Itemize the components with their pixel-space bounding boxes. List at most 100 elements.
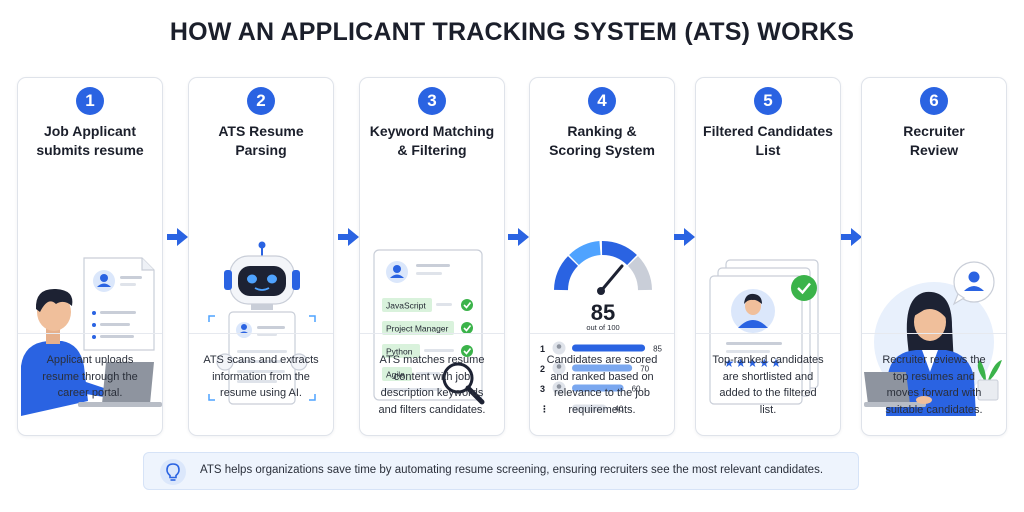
score-bar <box>572 364 633 372</box>
step-heading: Filtered Candidates List <box>702 122 834 160</box>
desc-line: requirements. <box>568 403 636 416</box>
rank-number: ⋮ <box>540 404 549 414</box>
robot-hands-icon <box>216 353 308 371</box>
keyword-tag-javascript: JavaScript <box>382 298 473 312</box>
desc-line: are shortlisted and <box>722 370 814 383</box>
summary-text: ATS helps organizations save time by aut… <box>200 464 824 476</box>
score-value: 85 <box>591 300 615 325</box>
laptop-icon <box>864 372 932 407</box>
step-heading: Ranking & Scoring System <box>536 122 668 160</box>
ranking-row: 3 60 <box>540 381 641 395</box>
rating-stars: ★★★★★ <box>724 356 783 370</box>
keyword-label: Project Manager <box>386 324 449 334</box>
desc-line: Top-ranked candidates <box>712 354 824 366</box>
step-heading: ATS Resume Parsing <box>195 122 327 160</box>
step-heading-line: submits resume <box>36 142 144 158</box>
score-label: 85 <box>653 345 662 354</box>
step-heading-line: ATS Resume <box>218 123 304 139</box>
score-gauge-icon <box>554 241 652 295</box>
score-bar <box>572 404 607 412</box>
robot-icon <box>224 241 300 310</box>
step-heading-line: Review <box>909 142 959 158</box>
card-divider <box>189 333 333 334</box>
desc-line: information from the <box>212 370 310 383</box>
resume-document-icon <box>83 257 155 351</box>
robot-parsing-illustration <box>208 241 316 405</box>
desc-line: description keywords <box>380 387 484 399</box>
score-bar <box>572 344 646 352</box>
step-number-badge: 5 <box>754 87 782 115</box>
step-description: ATS scans and extracts information from … <box>197 352 325 402</box>
ranking-row: ⋮40 <box>540 404 624 414</box>
desc-line: resume through the <box>42 370 138 383</box>
step-description: ATS matches resume content with job desc… <box>368 352 496 418</box>
step-heading-line: & Filtering <box>397 142 467 158</box>
card-divider <box>360 333 504 334</box>
step-heading: Job Applicant submits resume <box>24 122 156 160</box>
step-heading: Keyword Matching & Filtering <box>366 122 498 160</box>
desc-line: and ranked based on <box>550 370 654 383</box>
desc-line: moves forward with <box>886 387 982 399</box>
step-description: Recruiter reviews the top resumes and mo… <box>870 352 998 418</box>
plant-icon <box>977 360 1002 401</box>
card-divider <box>862 333 1006 334</box>
rank-number: 2 <box>540 364 545 374</box>
desc-line: career portal. <box>57 387 123 399</box>
applicant-laptop-illustration <box>21 257 162 416</box>
check-icon <box>461 322 473 334</box>
desc-line: Recruiter reviews the <box>882 354 986 366</box>
score-label: 60 <box>632 385 641 394</box>
arrow-right-icon <box>167 228 188 246</box>
speech-bubble-user-icon <box>952 261 995 306</box>
scan-frame-icon <box>208 315 316 401</box>
rank-number: 1 <box>540 344 545 354</box>
step-heading-line: Filtered Candidates <box>703 123 833 139</box>
page-title: HOW AN APPLICANT TRACKING SYSTEM (ATS) W… <box>169 18 855 46</box>
card-divider <box>530 333 674 334</box>
score-bar <box>572 384 624 392</box>
keyword-label: Agile <box>386 370 405 380</box>
step-number-badge: 6 <box>920 87 948 115</box>
desc-line: Candidates are scored <box>546 354 658 366</box>
keyword-label: Python <box>386 347 413 357</box>
step-heading-line: Parsing <box>235 142 287 158</box>
step-card-3: 3 Keyword Matching & Filtering JavaScrip… <box>359 77 505 436</box>
step-heading-line: Ranking & <box>567 123 637 139</box>
check-badge-icon <box>791 275 817 301</box>
step-heading-line: Job Applicant <box>43 123 137 139</box>
shortlist-illustration: ★★★★★ <box>709 259 819 405</box>
magnifier-icon <box>442 362 485 405</box>
rank-number: 3 <box>540 384 545 394</box>
score-caption: out of 100 <box>586 323 619 332</box>
step-heading-line: Recruiter <box>903 123 965 139</box>
card-divider <box>18 333 162 334</box>
step-card-1: 1 Job Applicant submits resume <box>17 77 163 436</box>
desc-line: and filters candidates. <box>378 403 486 416</box>
step-card-2: 2 ATS Resume Parsing <box>188 77 334 436</box>
step-heading-line: Scoring System <box>549 142 655 158</box>
step-number-badge: 1 <box>76 87 104 115</box>
applicant-person-icon <box>21 288 116 416</box>
keyword-matching-illustration: JavaScript Project Manager Python Agile <box>373 249 485 405</box>
desc-line: resume using AI. <box>220 387 302 399</box>
arrow-right-icon <box>508 228 529 246</box>
summary-note: ATS helps organizations save time by aut… <box>143 452 859 490</box>
laptop-icon <box>78 362 162 407</box>
desc-line: ATS scans and extracts <box>203 354 319 366</box>
arrow-right-icon <box>841 228 862 246</box>
step-card-4: 4 Ranking & Scoring System 85 out of 100… <box>529 77 675 436</box>
desc-line: content with job <box>393 370 471 383</box>
step-description: Candidates are scored and ranked based o… <box>538 352 666 418</box>
lightbulb-icon <box>160 459 186 485</box>
ranking-row: 1 85 <box>540 341 663 355</box>
step-card-5: 5 Filtered Candidates List ★★★★★ Top-ran… <box>695 77 841 436</box>
step-heading-line: Keyword Matching <box>369 123 495 139</box>
desc-line: list. <box>759 403 777 416</box>
parsed-resume-icon <box>228 311 296 405</box>
step-number-badge: 4 <box>588 87 616 115</box>
step-heading-line: List <box>755 142 781 158</box>
keyword-tag-python: Python <box>382 344 473 358</box>
desc-line: top resumes and <box>893 370 975 383</box>
